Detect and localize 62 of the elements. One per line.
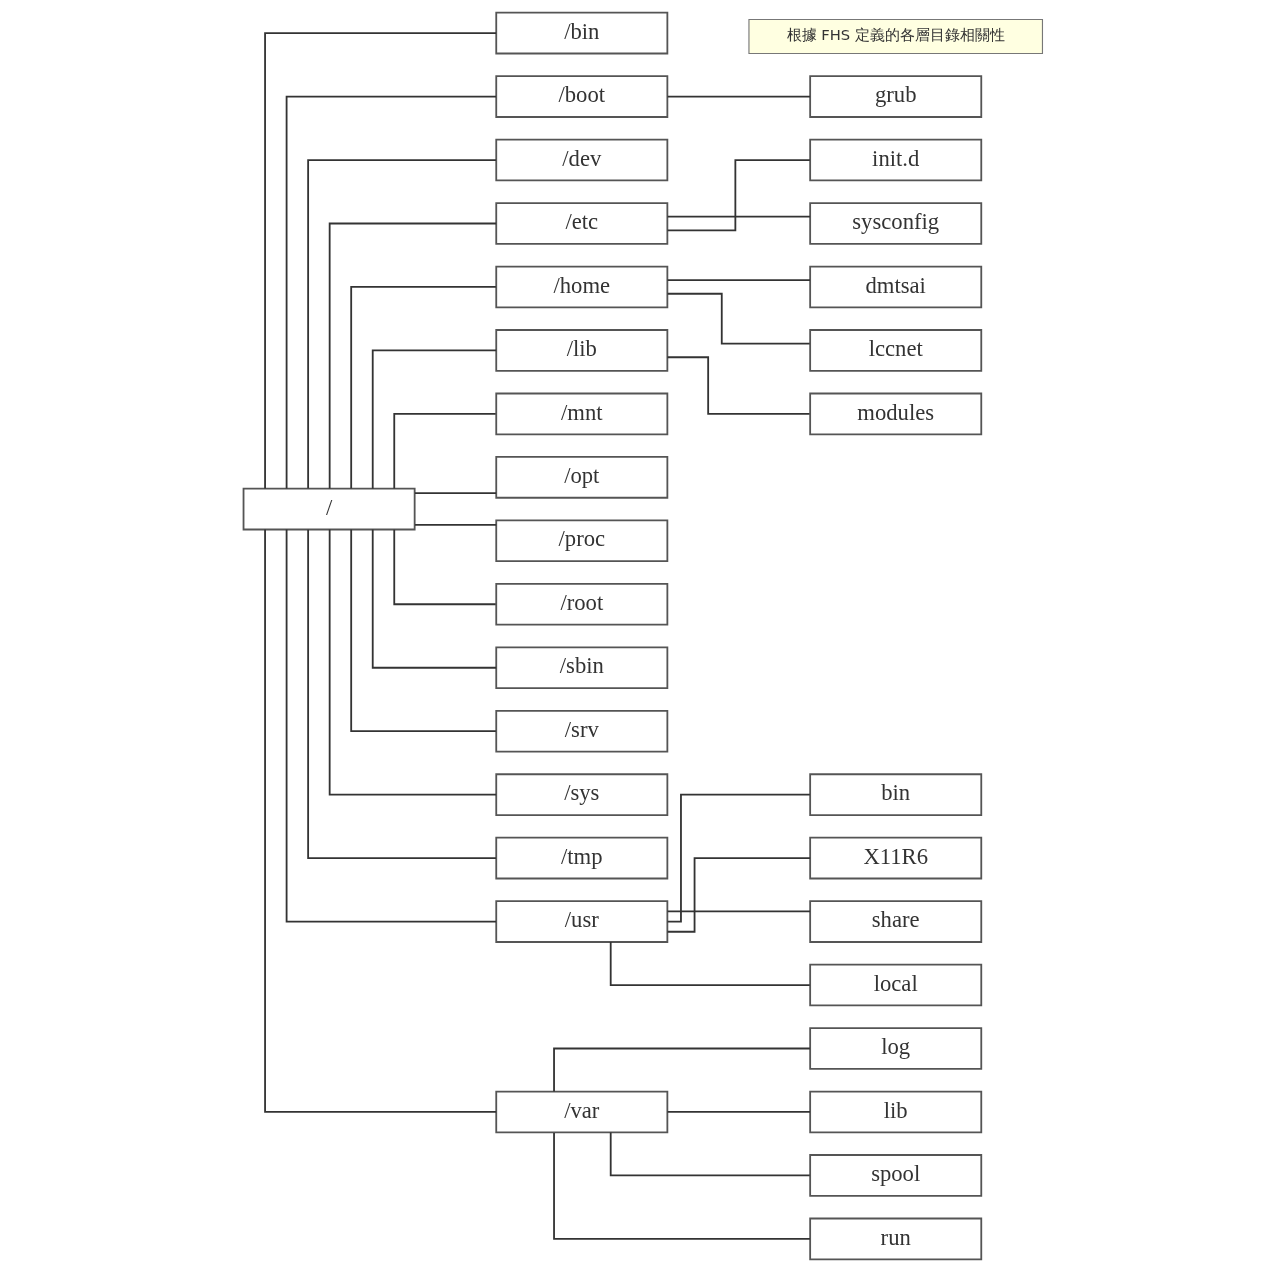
connector bbox=[666, 279, 811, 282]
connector bbox=[666, 95, 811, 98]
connector bbox=[350, 528, 497, 733]
connector bbox=[285, 95, 497, 490]
node-box: /sys bbox=[495, 773, 669, 816]
node-box: spool bbox=[809, 1154, 983, 1197]
node-box: share bbox=[809, 900, 983, 943]
connector bbox=[285, 528, 497, 923]
connector bbox=[609, 1131, 811, 1177]
connector bbox=[609, 941, 811, 986]
node-box: /proc bbox=[495, 519, 669, 563]
connector bbox=[393, 528, 497, 606]
connector bbox=[666, 215, 811, 218]
node-box: /lib bbox=[495, 329, 669, 372]
node-box: /etc bbox=[495, 202, 669, 245]
connector bbox=[414, 524, 498, 526]
node-box: / bbox=[242, 487, 416, 531]
node-box: /var bbox=[495, 1090, 669, 1134]
connector bbox=[666, 1111, 811, 1113]
node-box: modules bbox=[809, 392, 983, 436]
connector bbox=[328, 222, 497, 490]
node-box: /opt bbox=[495, 456, 669, 499]
connector bbox=[350, 286, 497, 490]
node-box: /tmp bbox=[495, 836, 669, 880]
node-box: local bbox=[809, 963, 983, 1007]
node-box: /srv bbox=[495, 709, 669, 753]
connector bbox=[666, 159, 811, 232]
node-box: 根據 FHS 定義的各層目錄相關性 bbox=[748, 18, 1044, 55]
connector bbox=[393, 412, 497, 490]
connector bbox=[371, 528, 498, 669]
node-box: /bin bbox=[495, 11, 669, 55]
node-box: X11R6 bbox=[809, 836, 983, 880]
node-box: /dev bbox=[495, 138, 669, 182]
connector bbox=[264, 528, 497, 1113]
node-box: /usr bbox=[495, 900, 669, 943]
node-box: run bbox=[809, 1217, 983, 1261]
connector bbox=[666, 910, 811, 913]
node-box: /sbin bbox=[495, 646, 669, 690]
connector bbox=[553, 1047, 811, 1093]
node-box: /mnt bbox=[495, 392, 669, 436]
node-box: lib bbox=[809, 1090, 983, 1134]
node-box: sysconfig bbox=[809, 202, 983, 245]
connector bbox=[666, 292, 811, 345]
node-box: lccnet bbox=[809, 329, 983, 372]
node-box: grub bbox=[809, 75, 983, 118]
connector bbox=[666, 793, 811, 923]
connector bbox=[414, 492, 498, 495]
node-box: log bbox=[809, 1027, 983, 1070]
connector bbox=[264, 32, 497, 490]
connector bbox=[307, 528, 497, 860]
node-box: /home bbox=[495, 265, 669, 309]
node-box: dmtsai bbox=[809, 265, 983, 309]
connector bbox=[666, 356, 811, 415]
connector bbox=[666, 857, 812, 933]
node-box: /boot bbox=[495, 75, 669, 118]
node-box: bin bbox=[809, 773, 983, 816]
connector bbox=[553, 1132, 811, 1240]
connector bbox=[328, 528, 497, 796]
connector bbox=[307, 159, 497, 490]
node-box: /root bbox=[495, 582, 669, 626]
node-box: init.d bbox=[809, 138, 983, 182]
connector bbox=[371, 349, 498, 490]
